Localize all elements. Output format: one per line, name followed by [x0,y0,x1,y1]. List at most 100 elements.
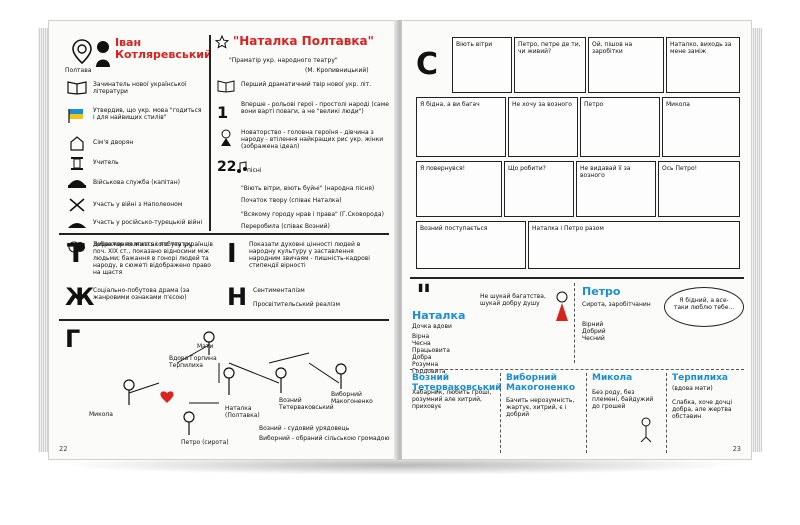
speech-bubble [664,287,744,327]
character-description: Бачить нерозумність, жартує, хитрий, є і… [506,397,575,418]
book-icon [67,81,87,95]
author-name: Іван Котляревський [115,36,212,61]
work-subtitle: "Праматір укр. народного театру" [229,57,338,64]
character-quote: Я бідний, а все-таки люблю тебе... [673,297,735,311]
comic-caption: Микола [666,101,690,108]
girl-icon [221,129,231,146]
page-number: 23 [732,445,741,453]
music-note-icon [237,161,247,173]
section-letter-s: С [416,47,439,82]
stick-figure [275,367,287,393]
quality-item: Чесна [412,340,431,347]
column-divider [209,35,211,231]
idea-text: Показати духовні цінності людей в народн… [249,241,370,269]
star-icon [215,35,229,49]
section-letter-i: І [227,239,237,269]
divider [410,369,744,370]
direction-text-1: Сентименталізм [253,287,305,294]
natalka-qualities: Вірна Чесна Працьовита Добра Розумна Гор… [412,333,472,375]
cap-icon [68,180,86,188]
character-heading-petro: Петро [582,285,621,298]
comic-caption: Ось Петро! [662,165,698,172]
bio-item: Сім'я дворян [93,139,134,146]
bicorne-icon [68,223,86,228]
open-book: Полтава Іван Котляревський Зачинатель но… [38,20,762,460]
legend-item: Возний - судовий урядовець [259,425,350,432]
bio-item: Директор полтавського театру [93,241,193,248]
divider [500,373,501,453]
bio-item: Учитель [93,159,119,166]
character-heading-mykola: Микола [592,373,633,383]
author-portrait-icon [96,41,110,67]
comic-panel: Не видавай її за возного [576,161,656,217]
divider [586,373,587,453]
section-divider [410,277,744,279]
character-heading-terpylykha: Терпилиха [672,373,728,383]
character-heading-vybornyi: Виборний Макогоненко [506,373,576,393]
character-description: Слабка, хоче дочці добра, але жертва обс… [672,399,732,420]
genre-text: Соціально-побутова драма (за жанровими о… [93,287,190,301]
quality-item: Працьовита [412,347,450,354]
comic-panel: Наталка і Петро разом [528,221,740,269]
mykola-figure-icon [640,417,652,443]
work-subtitle-attribution: (М. Кропивницький) [305,67,369,74]
work-item: Перший драматичний твір нової укр. літ. [241,81,372,88]
stick-figure [335,363,347,389]
comic-panel: Віють вітри [452,37,512,93]
comic-caption: Ой, пішов на заробітки [592,41,633,55]
direction-text-2: Просвітительський реалізм [253,301,341,308]
stick-figure [183,411,195,435]
character-description: Хабарник, любить гроші, розумний але хит… [412,389,492,410]
section-letter-n: Н [227,283,248,311]
work-item: "Всякому городу нрав і права" (Г.Сковоро… [241,211,384,218]
character-subtitle: Дочка вдови [412,323,452,330]
comic-caption: Не хочу за возного [512,101,572,108]
location-pin-icon [72,39,92,65]
legend-item: Виборний - обраний сільською громадою [259,435,390,442]
quality-item: Гордовита [412,368,446,375]
heart-icon [160,391,174,403]
quote-mark: " [416,279,432,314]
comic-panel: Не хочу за возного [508,97,578,157]
section-divider [59,233,389,235]
character-subtitle: Сирота, заробітчанин [582,301,651,308]
comic-panel: Петро, петре де ти, чи живий? [514,37,586,93]
stick-figure [123,379,135,405]
character-subtitle: (вдова мати) [672,385,713,392]
quality-item: Чесний [582,335,605,342]
comic-caption: Наталко, виходь за мене заміж [670,41,732,55]
character-map [123,331,347,435]
songs-count: 22 [217,159,237,175]
work-title: "Наталка Полтавка" [233,34,374,48]
bio-item: Утвердив, що укр. мова "годиться і для н… [93,107,202,121]
comic-caption: Віють вітри [456,41,493,48]
comic-caption: Петро [584,101,604,108]
location-label: Полтава [65,67,92,74]
stick-figure [203,331,215,355]
character-name: Виборний Макогоненко [331,391,373,405]
pillar-icon [71,157,83,170]
comic-panel: Ось Петро! [658,161,740,217]
page-number: 22 [59,445,68,453]
character-name: Наталка (Полтавка) [225,405,260,419]
character-role: Вдова Горпина Терпилиха [169,355,217,369]
petro-qualities: Вірний Добрий Чесний [582,321,642,342]
work-item: Переробила (співає Возний) [241,223,330,230]
bio-item: Участь у російсько-турецькій війні [93,219,203,226]
work-item: Початок твору (співає Наталка) [241,197,342,204]
quality-item: Добрий [582,328,606,335]
quality-item: Добра [412,354,432,361]
bio-item: Військова служба (капітан) [93,179,180,186]
work-item-number: 1 [217,103,229,122]
bio-item: Зачинатель нової української літератури [93,81,187,95]
character-quote: Не шукай багатства, шукай добру душу [480,293,546,307]
right-page: С Віють вітри Петро, петре де ти, чи жив… [402,20,752,460]
comic-panel: Ой, пішов на заробітки [588,37,664,93]
theatre-icon [68,241,85,253]
quality-item: Розумна [412,361,439,368]
arrow [128,344,340,404]
comic-caption: Я повернувся! [420,165,466,172]
comic-panel: Я повернувся! [416,161,502,217]
theme-text: Зображення життя і побуту українців поч.… [93,241,213,276]
flag-icon [68,109,83,123]
